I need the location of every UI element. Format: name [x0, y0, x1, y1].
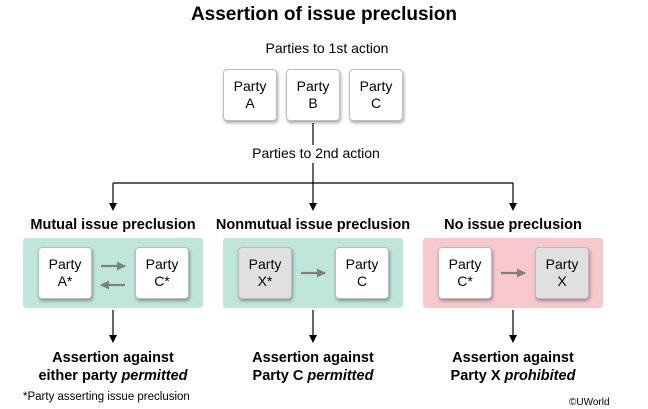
result-nonmutual-emph: permitted: [307, 368, 374, 384]
party-a-box: Party A: [223, 69, 277, 121]
mutual-right-line1: Party: [145, 256, 179, 272]
no-preclusion-left-line2: C*: [457, 273, 473, 289]
party-c-box: Party C: [349, 69, 403, 121]
first-action-label: Parties to 1st action: [265, 40, 389, 56]
nonmutual-left-party: Party X*: [238, 247, 292, 299]
no-preclusion-left-party: Party C*: [438, 247, 492, 299]
result-mutual-emph: permitted: [121, 368, 188, 384]
nonmutual-right-line1: Party: [345, 256, 379, 272]
party-a-line2: A: [245, 95, 255, 111]
result-nonmutual-line1: Assertion against: [252, 350, 374, 366]
result-mutual-line1: Assertion against: [52, 350, 174, 366]
party-a-line1: Party: [233, 78, 267, 94]
mutual-right-line2: C*: [154, 273, 170, 289]
party-b-line2: B: [308, 95, 318, 111]
no-preclusion-right-line1: Party: [545, 256, 579, 272]
result-no-preclusion-plain: Party X: [450, 368, 505, 384]
result-mutual-line2: either party permitted: [13, 367, 213, 385]
nonmutual-left-line2: X*: [257, 273, 273, 289]
party-b-line1: Party: [296, 78, 330, 94]
heading-nonmutual: Nonmutual issue preclusion: [215, 217, 411, 233]
result-no-preclusion-emph: prohibited: [504, 368, 576, 384]
nonmutual-left-line1: Party: [248, 256, 282, 272]
second-action-label: Parties to 2nd action: [238, 145, 394, 161]
mutual-left-line1: Party: [48, 256, 82, 272]
result-no-preclusion-line2: Party X prohibited: [413, 367, 613, 385]
heading-no-preclusion: No issue preclusion: [444, 217, 582, 233]
result-nonmutual-plain: Party C: [252, 368, 308, 384]
result-nonmutual-line2: Party C permitted: [213, 367, 413, 385]
no-preclusion-left-line1: Party: [448, 256, 482, 272]
heading-mutual: Mutual issue preclusion: [30, 217, 196, 233]
no-preclusion-right-line2: X: [557, 273, 567, 289]
mutual-left-line2: A*: [57, 273, 73, 289]
result-no-preclusion: Assertion against Party X prohibited: [413, 349, 613, 385]
no-preclusion-right-party: Party X: [535, 247, 589, 299]
party-c-line2: C: [370, 95, 382, 111]
diagram-title: Assertion of issue preclusion: [190, 4, 458, 25]
nonmutual-right-party: Party C: [335, 247, 389, 299]
party-c-line1: Party: [359, 78, 393, 94]
result-mutual: Assertion against either party permitted: [13, 349, 213, 385]
result-no-preclusion-line1: Assertion against: [452, 350, 574, 366]
footnote: *Party asserting issue preclusion: [23, 391, 190, 403]
result-nonmutual: Assertion against Party C permitted: [213, 349, 413, 385]
party-b-box: Party B: [286, 69, 340, 121]
mutual-left-party: Party A*: [38, 247, 92, 299]
result-mutual-plain: either party: [38, 368, 122, 384]
copyright: ©UWorld: [569, 397, 610, 408]
mutual-right-party: Party C*: [135, 247, 189, 299]
nonmutual-right-line2: C: [356, 273, 368, 289]
